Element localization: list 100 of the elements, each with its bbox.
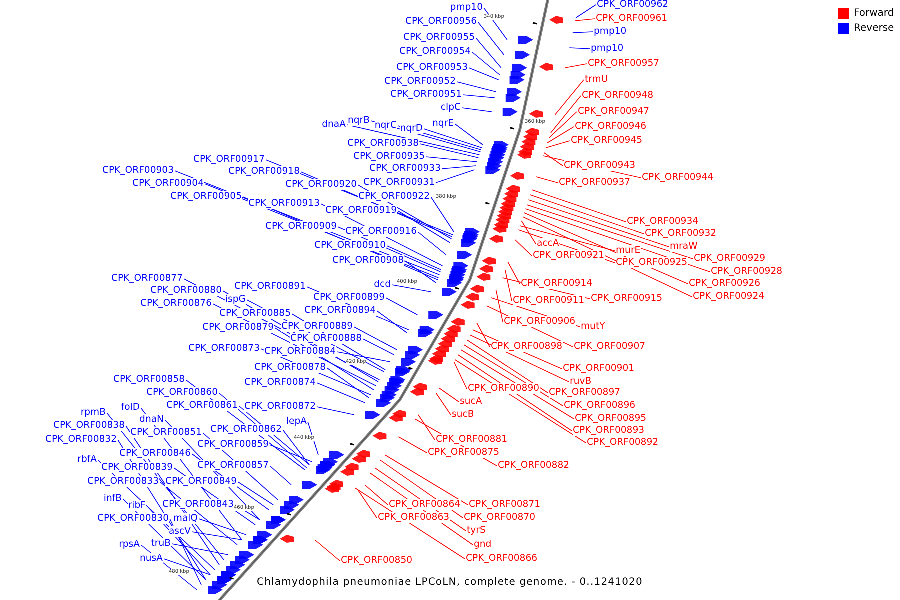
gene-label: CPK_ORF00879 [202,322,274,333]
gene-label: CPK_ORF00833 [87,476,159,487]
leader-line [346,124,480,156]
gene-label: CPK_ORF00857 [197,460,269,471]
leader-line [404,260,437,284]
gene-label: CPK_ORF00947 [578,106,650,117]
leader-line [514,240,532,256]
leader-line [308,422,319,456]
gene-label: CPK_ORF00888 [290,333,362,344]
gene-label: CPK_ORF00952 [384,76,456,87]
leader-line [521,220,536,244]
leader-line [172,544,229,556]
leader-line [508,262,520,284]
leader-line [546,140,570,148]
gene-label: CPK_ORF00894 [304,305,376,316]
gene-label: CPK_ORF00850 [341,555,413,566]
gene-label: trmU [585,74,608,85]
leader-line [392,284,432,292]
leader-line [468,68,500,80]
leader-line [442,166,476,170]
gene-label: ruvB [570,376,592,387]
gene-label: CPK_ORF00899 [313,292,385,303]
gene-label: CPK_ORF00896 [564,400,636,411]
leader-line [576,4,596,18]
gene-label: nqrC [374,120,397,131]
gene-label: sucA [460,396,482,407]
gene-label: CPK_ORF00895 [575,413,647,424]
gene-label: CPK_ORF00849 [165,476,237,487]
gene-label: CPK_ORF00870 [464,512,536,523]
leader-line [520,226,616,252]
leader-line [326,368,370,398]
leader-line [282,430,310,466]
leader-line [496,290,504,322]
gene-label: ascV [168,526,191,537]
gene-label: CPK_ORF00924 [693,291,765,302]
gene-label: folD [121,402,140,413]
gene-label: malQ [173,513,198,524]
gene-label: rpmB [80,407,106,418]
gene-label: CPK_ORF00928 [711,266,783,277]
gene-label: CPK_ORF00878 [254,362,326,373]
leader-line [164,558,211,576]
gene-label: tyrS [467,525,486,536]
gene-label: CPK_ORF00872 [244,401,316,412]
gene-label: CPK_ORF00860 [146,387,218,398]
leader-line [424,128,482,148]
gene-label: nqrD [400,123,423,134]
gene-label: rbfA [78,454,97,465]
gene-label: CPK_ORF00956 [405,16,477,27]
gene-label: nusA [140,553,163,564]
gene-label: CPK_ORF00933 [369,163,441,174]
leader-line [198,518,247,536]
gene-label: nqrE [432,118,454,129]
leader-line [454,124,484,146]
gene-label: CPK_ORF00961 [596,13,668,24]
gene-label: CPK_ORF00944 [642,172,714,183]
gene-label: CPK_ORF00866 [466,553,538,564]
leader-line [430,196,454,232]
leader-line [476,38,502,68]
gene-label: CPK_ORF00905 [170,191,242,202]
gene-label: CPK_ORF00908 [332,255,404,266]
gene-label: clpC [440,102,461,113]
leader-line [532,190,626,222]
gene-label: CPK_ORF00951 [390,89,462,100]
gene-label: CPK_ORF00962 [597,0,669,10]
leader-line [192,532,242,540]
gene-label: murE [616,245,641,256]
gene-label: CPK_ORF00838 [53,420,125,431]
gene-label: CPK_ORF00957 [588,58,660,69]
leader-line [526,204,694,260]
gene-label: CPK_ORF00901 [563,363,635,374]
gene-label: CPK_ORF00904 [132,178,204,189]
gene-label: dcd [374,279,391,290]
gene-label: CPK_ORF00863 [378,512,450,523]
gene-label: CPK_ORF00922 [358,191,430,202]
leader-line [554,80,584,116]
leader-line [170,518,202,586]
gene-label: CPK_ORF00916 [345,226,417,237]
gene-label: CPK_ORF00909 [265,221,337,232]
gene-label: CPK_ORF00925 [616,257,688,268]
leader-line [456,82,497,92]
gene-label: CPK_ORF00880 [150,285,222,296]
gene-label: CPK_ORF00937 [559,177,631,188]
gene-label: CPK_ORF00931 [363,177,435,188]
gene-label: CPK_ORF00913 [248,198,320,209]
leader-line [536,176,558,184]
leader-line [384,454,468,506]
gene-label: CPK_ORF00955 [403,32,475,43]
gene-label: CPK_ORF00897 [549,387,621,398]
leader-line [476,322,490,348]
leader-line [575,18,596,22]
gene-label: mraW [670,241,698,252]
gene-label: truB [151,538,171,549]
leader-line [354,326,398,350]
gene-label: CPK_ORF00898 [491,341,563,352]
gene-label: CPK_ORF00914 [521,278,593,289]
gene-label: CPK_ORF00864 [389,499,461,510]
gene-label: CPK_ORF00871 [469,499,541,510]
leader-line [398,210,451,244]
gene-label: CPK_ORF00911 [513,295,585,306]
gene-label: CPK_ORF00881 [436,434,508,445]
